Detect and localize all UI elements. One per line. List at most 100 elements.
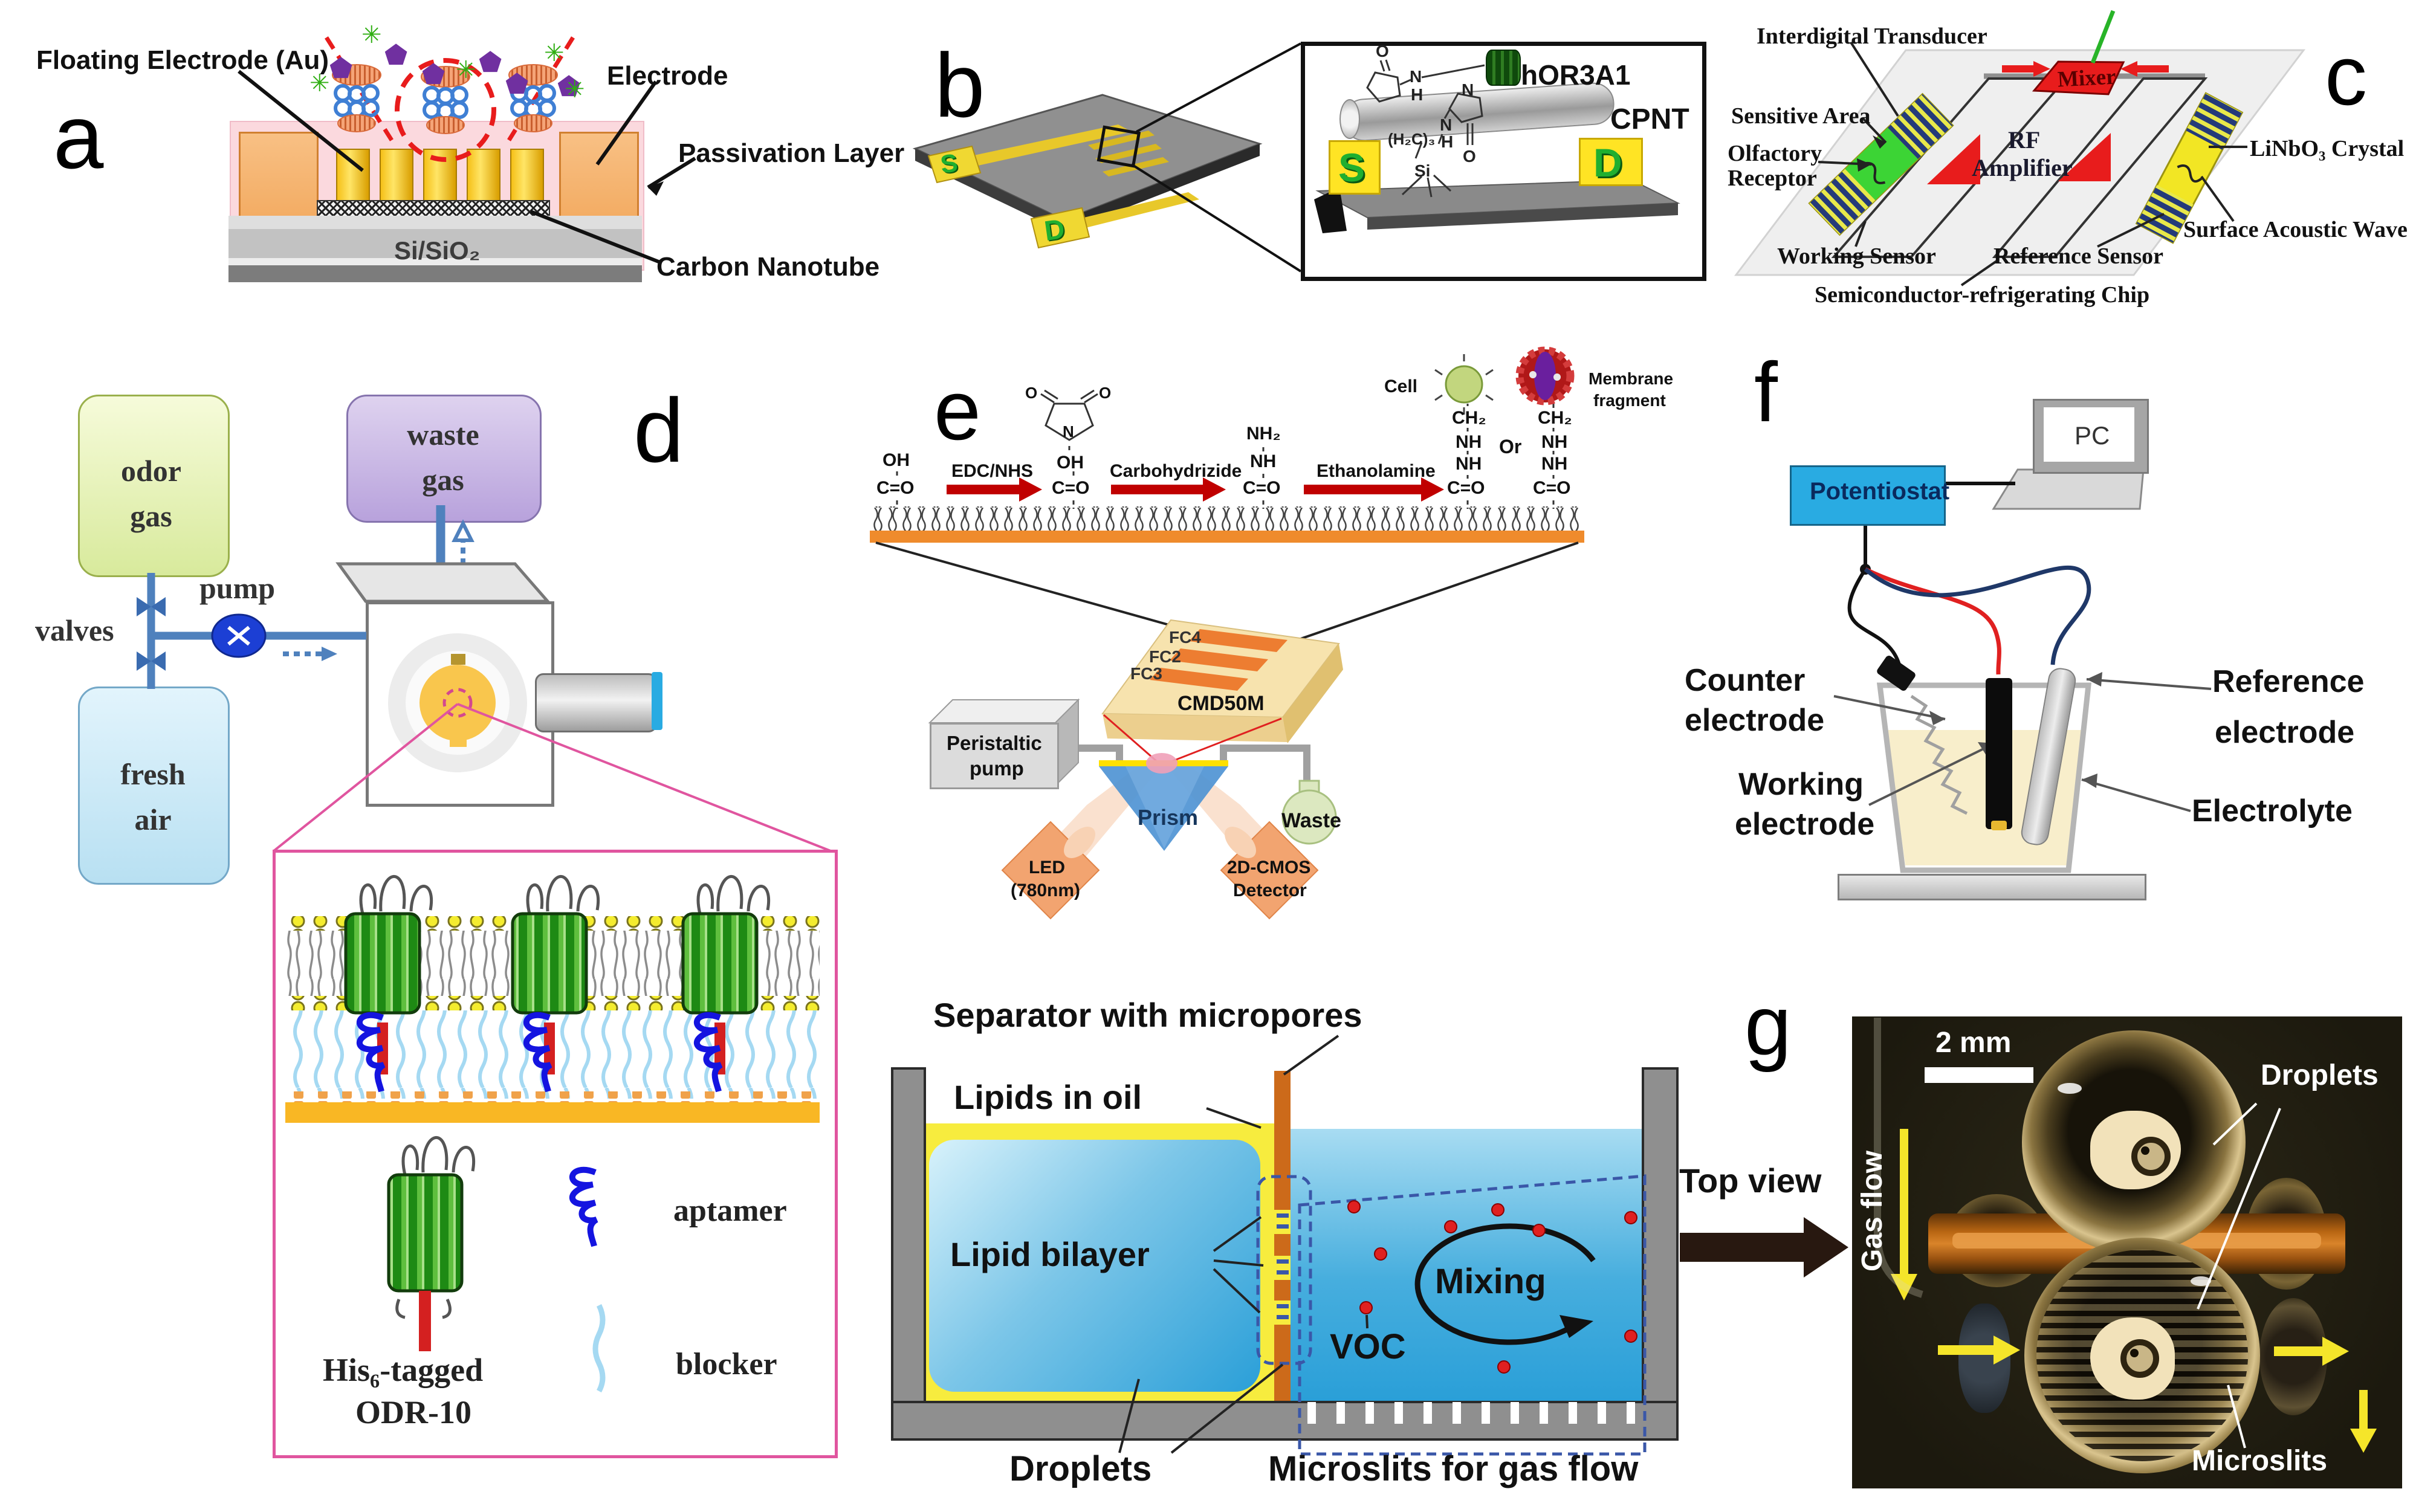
odorant-burst-icon: ✳ <box>361 22 382 48</box>
nhs-o: O <box>1025 384 1038 402</box>
sensor-disc <box>419 665 496 741</box>
chem-h: H <box>1411 85 1424 104</box>
mixer-antenna <box>2090 10 2116 64</box>
container-right-wall <box>1642 1067 1679 1441</box>
receptor-cylinder <box>1486 50 1521 86</box>
membrane-fragment-icon <box>1515 346 1575 405</box>
chain-nh2: NH₂ <box>1246 424 1281 444</box>
lipids-in-oil-label: Lipids in oil <box>954 1078 1142 1116</box>
chain-ch2: CH₂ <box>1538 408 1572 428</box>
chem-h: H <box>1441 132 1454 151</box>
panel-letter-c: c <box>2325 28 2367 123</box>
microslits-gas-label: Microslits for gas flow <box>1268 1449 1639 1488</box>
saw-label: Surface Acoustic Wave <box>2183 217 2408 242</box>
membrane-label-1: Membrane <box>1589 369 1674 388</box>
source-block-label: S <box>1338 145 1365 190</box>
chem-n: N <box>1410 67 1422 86</box>
chain-co: C=O <box>1243 478 1281 498</box>
top-view-arrow <box>1680 1217 1848 1278</box>
panel-letter-a: a <box>53 86 104 187</box>
photo-electrode-dot <box>2130 1349 2139 1357</box>
chem-n: N <box>1462 80 1474 99</box>
counter-electrode-label-1: Counter <box>1685 663 1806 698</box>
floating-electrode <box>467 149 500 202</box>
container-left-wall <box>891 1067 926 1441</box>
sensor-surface-bar <box>870 531 1584 543</box>
left-droplet <box>929 1140 1260 1392</box>
odr10-label: ODR-10 <box>355 1394 471 1430</box>
working-electrode-label-1: Working <box>1738 767 1864 802</box>
voc-label: VOC <box>1330 1327 1406 1366</box>
droplets-label: Droplets <box>1009 1449 1152 1488</box>
counter-electrode-label-2: electrode <box>1685 703 1825 738</box>
panel-letter-e: e <box>934 363 981 457</box>
olfactory-receptor-label: Olfactory Receptor <box>1728 141 1822 192</box>
chain-co: C=O <box>1447 478 1485 498</box>
photo-electrode-ring <box>2131 1137 2171 1176</box>
receptor-label: hOR3A1 <box>1521 59 1631 91</box>
chain-co: C=O <box>1533 478 1571 498</box>
panel-letter-d: d <box>633 380 684 481</box>
chem-chain: (H₂C)₃ <box>1388 130 1436 148</box>
working-electrode-label-2: electrode <box>1735 807 1875 842</box>
container-bottom <box>891 1401 1679 1441</box>
chain-nh: NH <box>1250 451 1277 471</box>
his-tagged-label: His₆-tagged <box>323 1352 484 1388</box>
chip-drain-label: D <box>1042 212 1067 247</box>
photo-glint <box>2058 1083 2082 1094</box>
potentiostat-label: Potentiostat <box>1810 478 1950 505</box>
reference-electrode-label-1: Reference <box>2212 664 2365 699</box>
drain-block <box>1579 138 1643 186</box>
floating-electrode <box>380 149 413 202</box>
floating-electrode <box>423 149 457 202</box>
photo-droplets-label: Droplets <box>2261 1059 2379 1091</box>
photo-glint <box>2191 1276 2211 1286</box>
rf-label: RF <box>2008 126 2041 153</box>
nhs-n: N <box>1063 422 1074 441</box>
membrane-label-2: fragment <box>1593 391 1666 410</box>
odorant-burst-icon: ✳ <box>565 76 585 103</box>
odorant-burst-icon: ✳ <box>544 40 565 66</box>
edc-label: EDC/NHS <box>951 461 1034 481</box>
chain-nh: NH <box>1456 454 1482 474</box>
separator-gap <box>1274 1256 1291 1280</box>
substrate-layer <box>228 265 642 282</box>
separator-gap <box>1274 1210 1291 1234</box>
photo-microslits-label: Microslits <box>2192 1445 2328 1477</box>
blocker-label: blocker <box>676 1347 777 1381</box>
working-sensor-label: Working Sensor <box>1777 244 1936 269</box>
floating-electrode <box>510 149 544 202</box>
mixer-label: Mixer <box>2056 64 2117 92</box>
cell-label: Cell <box>1384 376 1418 396</box>
chem-o: O <box>1463 147 1476 166</box>
peristaltic-label-2: pump <box>970 757 1024 780</box>
reference-electrode-label-2: electrode <box>2215 715 2355 750</box>
odorant-pentagon-icon: ⬟ <box>505 69 529 99</box>
chain-co: C=O <box>876 478 915 498</box>
floating-electrode <box>336 149 370 202</box>
peristaltic-pump-box <box>930 723 1059 789</box>
odorant-burst-icon: ✳ <box>309 70 330 97</box>
waste-label: Waste <box>1281 809 1341 832</box>
sensitive-area-label: Sensitive Area <box>1731 103 1871 129</box>
prism-label: Prism <box>1138 805 1199 830</box>
potentiostat-box <box>1790 465 1946 526</box>
panel-letter-f: f <box>1754 344 1778 439</box>
separator-gap <box>1274 1300 1291 1325</box>
passivation-label: Passivation Layer <box>678 138 905 168</box>
odorant-pentagon-icon: ⬟ <box>422 60 445 89</box>
odor-gas-label: odor gas <box>121 454 181 533</box>
floating-electrode-label: Floating Electrode (Au) <box>36 45 329 75</box>
electrode-label: Electrode <box>607 61 728 91</box>
cpnt-tube-cap <box>1339 99 1360 139</box>
pump-label: pump <box>199 571 276 605</box>
waste-gas-label: waste gas <box>407 418 479 497</box>
photo-side-bubble <box>2259 1298 2327 1415</box>
detector-label-2: Detector <box>1233 880 1307 900</box>
aptamer-label: aptamer <box>673 1194 787 1228</box>
side-tube <box>535 673 657 732</box>
refrigerating-chip-label: Semiconductor-refrigerating Chip <box>1815 282 2150 308</box>
eth-label: Ethanolamine <box>1317 461 1436 481</box>
cell-icon <box>1445 365 1483 404</box>
